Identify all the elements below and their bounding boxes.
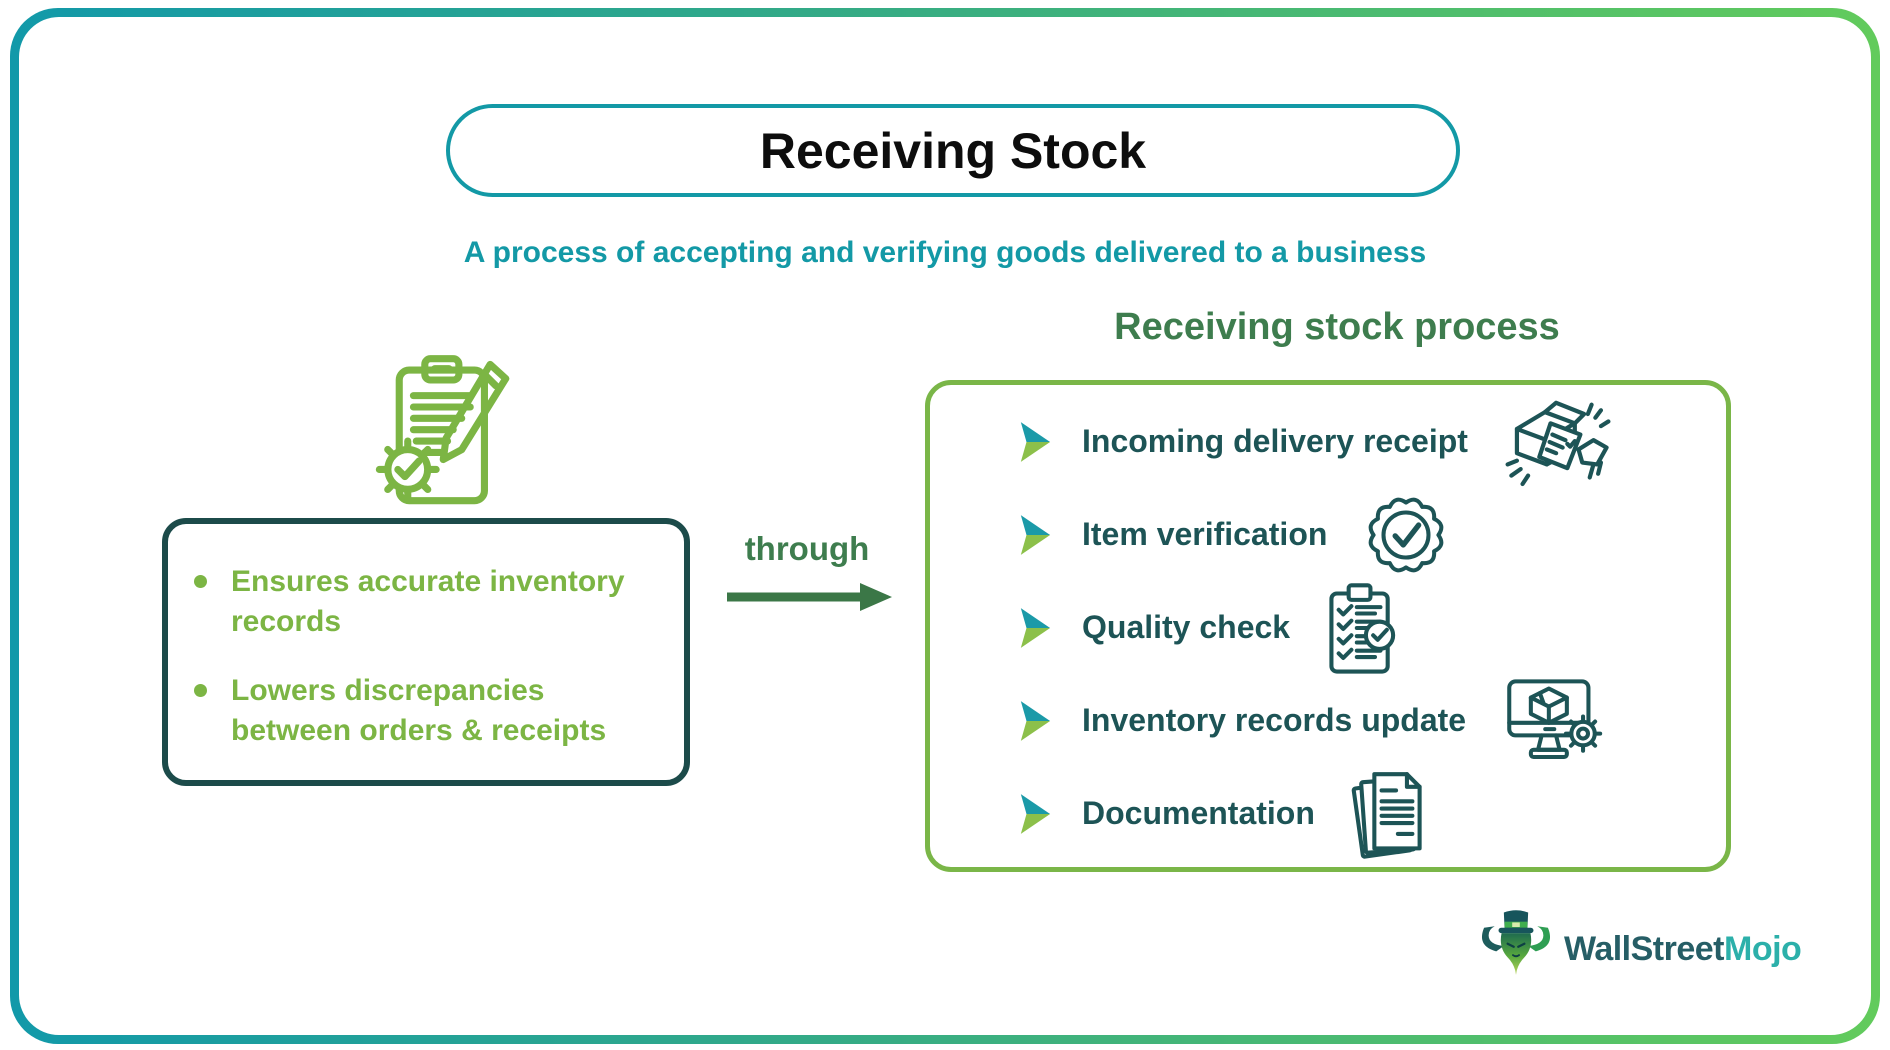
monitor-box-gear-icon	[1507, 678, 1603, 759]
play-arrow-icon	[1020, 607, 1051, 648]
benefit-line: between orders & receipts	[231, 713, 607, 747]
connector-label: through	[744, 530, 870, 567]
checklist-clipboard-icon	[1329, 582, 1396, 674]
benefit-text: Lowers discrepancies between orders & re…	[231, 671, 606, 750]
process-step-label: Incoming delivery receipt	[1082, 423, 1468, 459]
benefit-line: Ensures accurate inventory	[231, 565, 625, 598]
process-step-label: Quality check	[1082, 609, 1291, 645]
badge-check-icon	[1369, 497, 1444, 572]
bull-mascot-icon	[1478, 906, 1554, 986]
process-step-label: Documentation	[1082, 795, 1315, 831]
process-box: Incoming delivery receipt	[925, 380, 1731, 872]
play-arrow-icon	[1020, 514, 1051, 555]
process-step: Quality check	[1018, 581, 1726, 674]
clipboard-gear-icon	[368, 346, 510, 512]
process-step: Inventory records update	[1018, 674, 1726, 767]
benefit-line: records	[231, 604, 342, 638]
brand-mojo: Mojo	[1724, 930, 1802, 968]
benefit-text: Ensures accurate inventory records	[231, 562, 625, 641]
bullet-dot-icon	[194, 684, 207, 698]
package-in-hand-icon	[1505, 400, 1611, 486]
right-arrow-icon	[724, 578, 894, 616]
brand-wordmark: WallStreetMojo	[1564, 930, 1802, 969]
page-frame	[10, 8, 1880, 1044]
benefit-line: Lowers discrepancies	[231, 674, 545, 708]
page-title: Receiving Stock	[759, 122, 1147, 179]
brand-wallstreet: WallStreet	[1564, 930, 1725, 968]
process-step-label: Inventory records update	[1082, 702, 1467, 738]
documents-stack-icon	[1351, 771, 1422, 859]
process-step: Incoming delivery receipt	[1018, 395, 1726, 488]
subtitle: A process of accepting and verifying goo…	[463, 236, 1427, 269]
play-arrow-icon	[1020, 793, 1051, 834]
play-arrow-icon	[1020, 421, 1051, 462]
process-step-label: Item verification	[1082, 516, 1328, 552]
benefit-item: Ensures accurate inventory records	[194, 562, 658, 641]
title-box: Receiving Stock	[446, 104, 1460, 197]
benefits-box: Ensures accurate inventory records Lower…	[162, 518, 690, 786]
process-heading: Receiving stock process	[1114, 306, 1560, 348]
process-step: Documentation	[1018, 767, 1726, 860]
process-step: Item verification	[1018, 488, 1726, 581]
bullet-dot-icon	[194, 575, 207, 588]
benefit-item: Lowers discrepancies between orders & re…	[194, 671, 658, 750]
play-arrow-icon	[1020, 700, 1051, 741]
